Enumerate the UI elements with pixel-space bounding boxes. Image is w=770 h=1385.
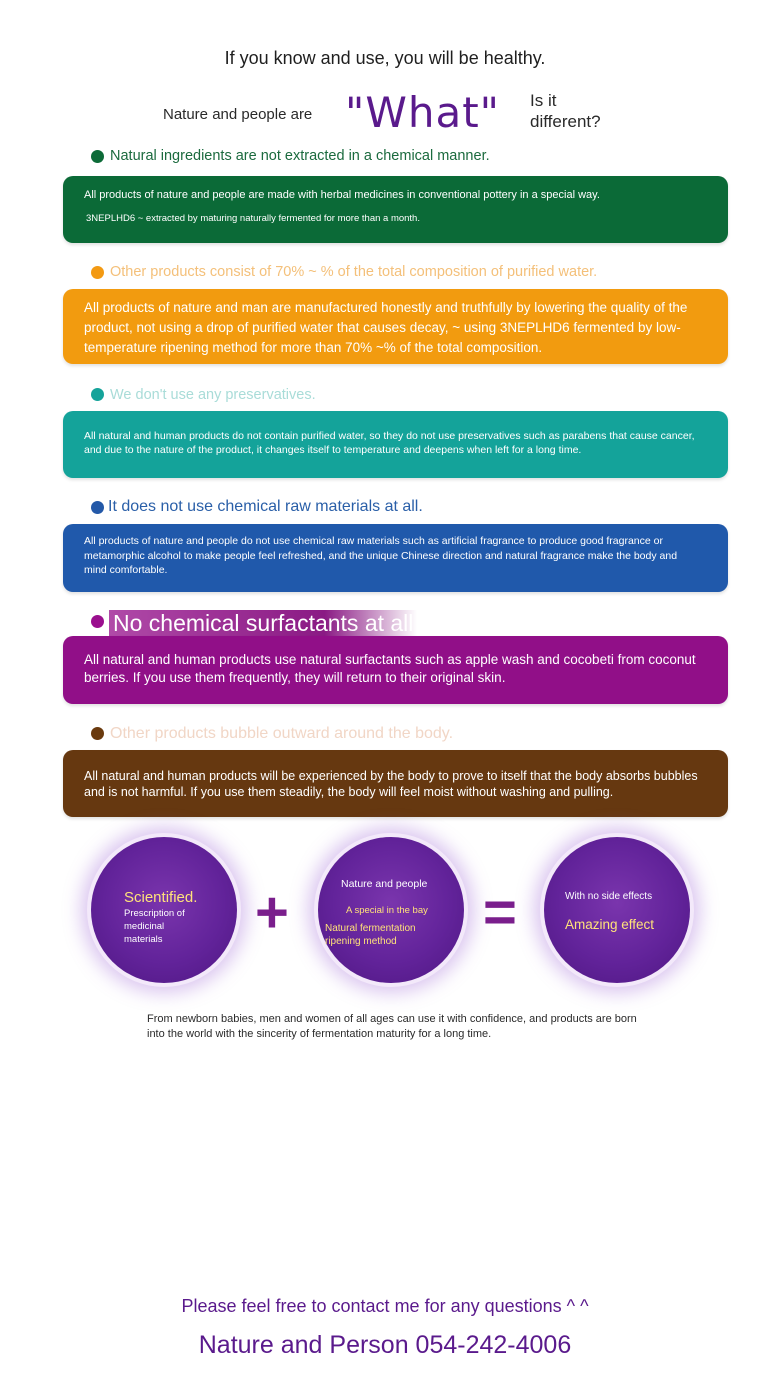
section-heading: Other products consist of 70% ~ % of the…	[110, 264, 598, 280]
bullet-dot	[91, 501, 104, 514]
circle-title: Scientified.	[124, 889, 198, 906]
question-right: Is it different?	[530, 91, 601, 131]
bullet-dot	[91, 266, 104, 279]
section-heading: We don't use any preservatives.	[110, 387, 316, 403]
section-heading: Other products bubble outward around the…	[110, 725, 454, 742]
plus-sign: +	[255, 880, 289, 945]
section-card-text: All products of nature and people are ma…	[84, 189, 600, 201]
section-card: All products of nature and man are manuf…	[63, 289, 728, 364]
section-card: All products of nature and people are ma…	[63, 176, 728, 243]
circle-nature-people: Nature and people A special in the bay N…	[318, 837, 464, 983]
section-heading: No chemical surfactants at all	[109, 610, 418, 637]
section-card: All natural and human products do not co…	[63, 411, 728, 478]
tagline: If you know and use, you will be healthy…	[224, 48, 546, 68]
circle-subtitle: Prescription of medicinal materials	[124, 908, 185, 945]
circle-amazing-effect: With no side effects Amazing effect	[544, 837, 690, 983]
circle-line: A special in the bay	[346, 905, 428, 916]
question-what: "What"	[345, 88, 500, 137]
section-card: All natural and human products will be e…	[63, 750, 728, 817]
section-card-text: All products of nature and people do not…	[84, 535, 678, 576]
footer-text: From newborn babies, men and women of al…	[147, 1013, 637, 1040]
circle-scientified: Scientified. Prescription of medicinal m…	[91, 837, 237, 983]
circle-line: Nature and people	[341, 878, 428, 890]
bullet-dot	[91, 727, 104, 740]
section-card-text: All natural and human products use natur…	[84, 652, 696, 685]
section-card-text: 3NEPLHD6 ~ extracted by maturing natural…	[86, 213, 420, 224]
section-heading: It does not use chemical raw materials a…	[108, 498, 423, 515]
bullet-dot	[91, 388, 104, 401]
section-card: All products of nature and people do not…	[63, 524, 728, 592]
section-card-text: All natural and human products will be e…	[84, 769, 698, 799]
circle-line: Natural fermentation ripening method	[325, 923, 416, 947]
section-card-text: All products of nature and man are manuf…	[84, 300, 688, 355]
section-heading: Natural ingredients are not extracted in…	[110, 148, 490, 164]
bullet-dot	[91, 150, 104, 163]
question-left: Nature and people are	[163, 106, 313, 123]
bullet-dot	[91, 615, 104, 628]
contact-phone: Nature and Person 054-242-4006	[198, 1331, 572, 1359]
circle-line: With no side effects	[565, 891, 653, 902]
section-card-text: All natural and human products do not co…	[84, 430, 695, 456]
equals-sign: =	[483, 880, 517, 945]
contact-line: Please feel free to contact me for any q…	[181, 1296, 589, 1316]
section-card: All natural and human products use natur…	[63, 636, 728, 704]
circle-line: Amazing effect	[565, 917, 655, 932]
